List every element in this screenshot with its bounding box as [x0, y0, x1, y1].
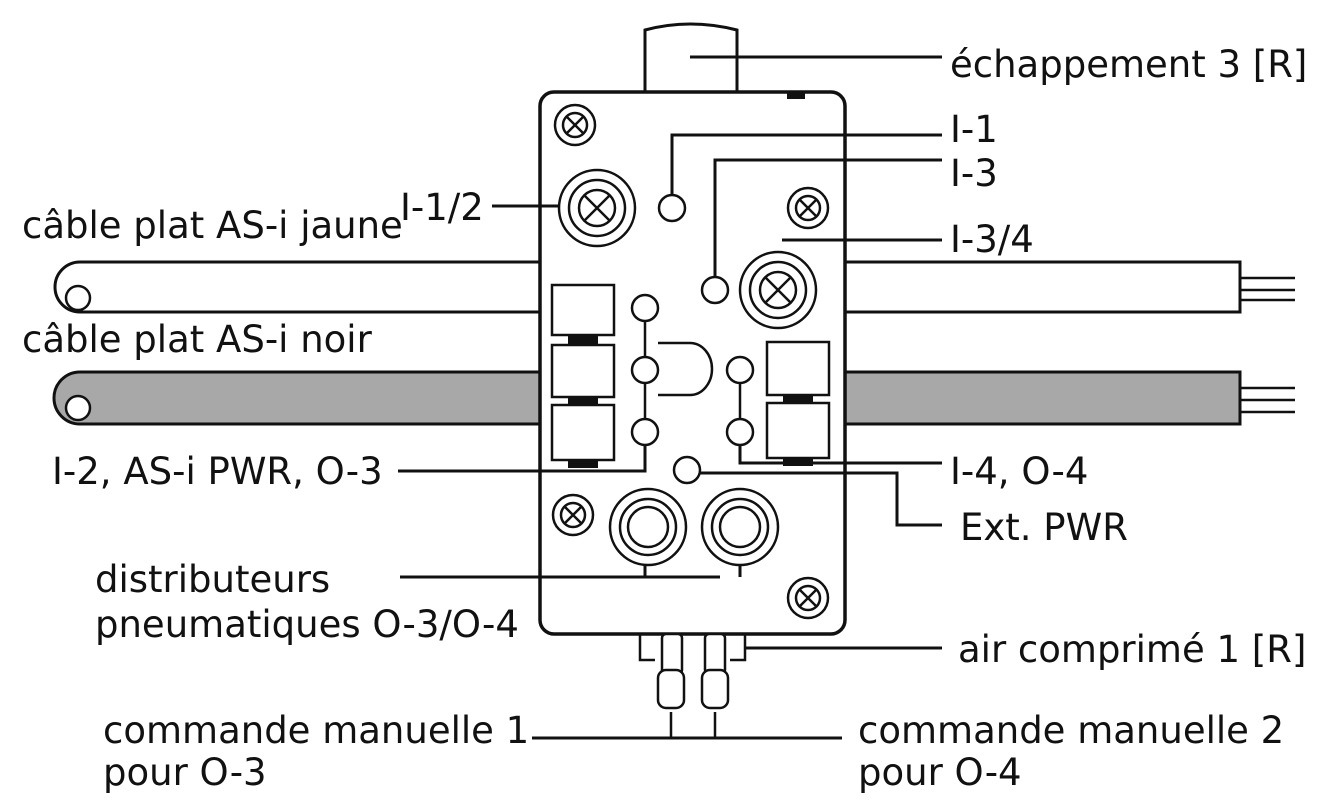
screw-icon: [786, 186, 830, 230]
air-inlet-fitting: [638, 632, 747, 738]
label-manual1-1: commande manuelle 1: [103, 709, 529, 752]
label-i3: I-3: [950, 152, 998, 195]
screw-icon: [553, 103, 597, 147]
screw-icon: [551, 493, 595, 537]
connector-i12-icon: [557, 168, 637, 248]
body-notch: [787, 92, 805, 99]
label-ext-pwr: Ext. PWR: [960, 506, 1128, 549]
label-valves-2: pneumatiques O-3/O-4: [95, 603, 519, 646]
leader-ext-pwr: [700, 471, 942, 527]
connector-i34-icon: [738, 250, 818, 330]
valve-o3-icon: [608, 487, 688, 567]
label-i4-o4: I-4, O-4: [950, 450, 1088, 493]
label-valves-1: distributeurs: [95, 558, 330, 601]
leader-i2: [398, 445, 647, 473]
label-i1: I-1: [950, 108, 998, 151]
label-i34: I-3/4: [950, 218, 1034, 261]
label-air: air comprimé 1 [R]: [958, 628, 1306, 671]
screw-icon: [786, 576, 830, 620]
label-i2-pwr-o3: I-2, AS-i PWR, O-3: [52, 450, 383, 493]
yellow-flat-cable: [53, 260, 1295, 314]
label-black-cable: câble plat AS-i noir: [22, 318, 373, 361]
exhaust-port: [643, 22, 739, 95]
label-manual1-2: pour O-3: [103, 751, 267, 794]
leader-i3: [713, 158, 942, 277]
leader-i4: [738, 445, 942, 465]
cable-clamp-right: [765, 340, 831, 466]
leader-i1: [670, 133, 942, 195]
led-bridge: [658, 341, 714, 397]
label-manual2-2: pour O-4: [858, 751, 1022, 794]
label-manual2-1: commande manuelle 2: [858, 709, 1284, 752]
led-ext-pwr: [672, 455, 702, 485]
label-i12: I-1/2: [400, 186, 484, 229]
label-yellow-cable: câble plat AS-i jaune: [22, 204, 403, 247]
leader-valves: [400, 565, 742, 579]
cable-clamp-left: [550, 283, 616, 468]
label-exhaust: échappement 3 [R]: [950, 43, 1307, 86]
